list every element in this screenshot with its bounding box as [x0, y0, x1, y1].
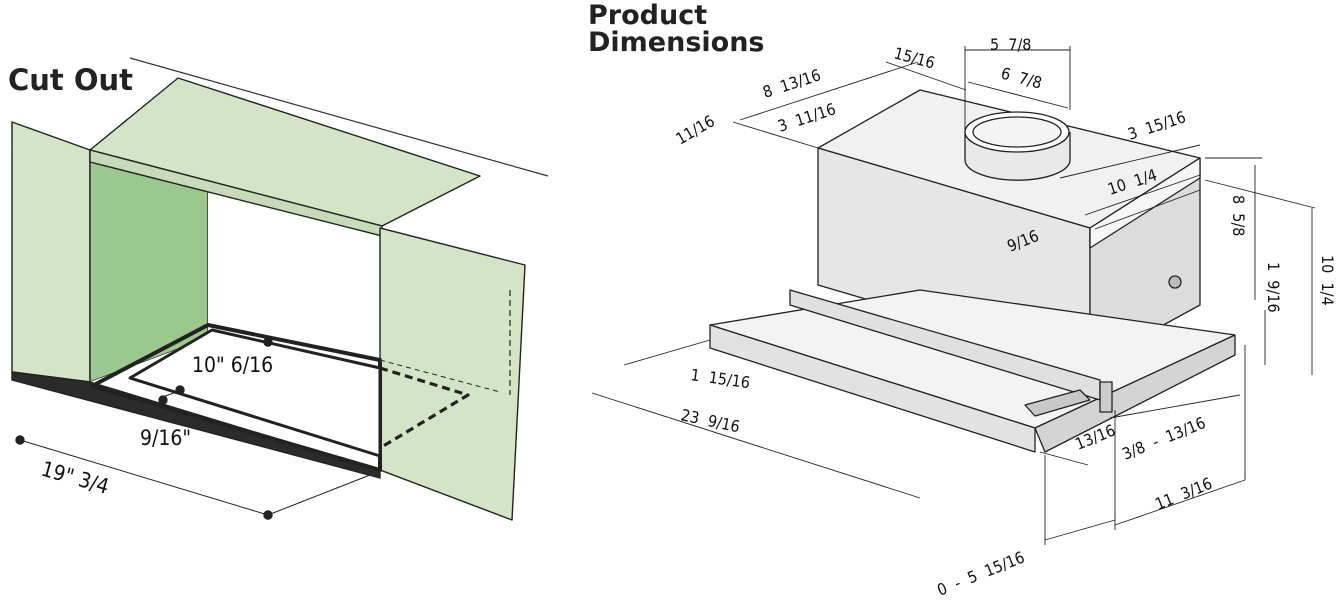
- cabinet-top-line: [129, 57, 549, 177]
- dim-top-depth: [739, 61, 919, 121]
- product-dimensions-title: Product Dimensions: [588, 2, 765, 56]
- label-duct-outer: 5 7/8: [990, 35, 1031, 54]
- dim-body-front: [1094, 189, 1201, 230]
- width-dim-dot-right: [263, 510, 273, 520]
- dim-visor-depth: [1114, 479, 1246, 526]
- depth-dim-dot: [263, 337, 273, 347]
- duct-collar-inner: [972, 116, 1062, 148]
- label-extension: 0 - 5 15/16: [934, 547, 1027, 599]
- cutout-width-label: 19" 3/4: [39, 457, 112, 499]
- label-visor-range: 3/8 - 13/16: [1119, 413, 1208, 464]
- frame-dim-dot-2: [175, 385, 185, 395]
- cutout-hidden-edge: [379, 359, 501, 393]
- dim-visor-front: [623, 339, 711, 366]
- dim-duct-inner: [967, 81, 1069, 109]
- slide-control: [1024, 389, 1091, 417]
- dim-visor-edge: [1039, 451, 1089, 466]
- label-visor-front: 1 15/16: [689, 365, 751, 392]
- cutout-depth-label: 10" 6/16: [192, 353, 273, 377]
- width-dimension-line: [19, 439, 269, 516]
- dim-visor-range: [1109, 394, 1241, 419]
- width-extension-line: [267, 474, 371, 516]
- motor-knob-icon: [1168, 275, 1182, 289]
- product-dimension-lines: [591, 46, 1316, 545]
- label-body-height: 8 5/8: [1229, 195, 1248, 236]
- cutout-frame-label: 9/16": [140, 426, 191, 450]
- dim-total-height-ext: [1204, 179, 1316, 209]
- housing-flange: [1089, 157, 1201, 249]
- label-visor-height: 1 9/16: [1264, 262, 1283, 313]
- label-top-offset: 3 11/16: [775, 99, 838, 136]
- dim-extension: [1044, 519, 1116, 541]
- label-edge-small: 11/16: [673, 111, 718, 148]
- visor-side: [1034, 334, 1236, 453]
- cutout-hidden-frame: [379, 366, 470, 450]
- frame-dim-dot-1: [158, 395, 168, 405]
- width-dim-dot-left: [15, 435, 25, 445]
- dim-side-offset: [1059, 144, 1201, 179]
- dim-body-depth: [1084, 174, 1201, 216]
- product-drawing: [709, 89, 1236, 453]
- label-visor-depth: 11 3/16: [1152, 474, 1215, 514]
- label-side-offset: 3 15/16: [1125, 107, 1188, 144]
- product-title-line-2: Dimensions: [588, 27, 765, 58]
- cutout-title: Cut Out: [8, 63, 134, 97]
- label-duct-inner: 6 7/8: [999, 64, 1044, 93]
- cutout-drawing: [11, 57, 549, 521]
- switch-icon: [1099, 381, 1113, 413]
- label-total-width: 23 9/16: [679, 405, 741, 436]
- right-wall: [379, 227, 526, 521]
- dim-top-small: [885, 61, 967, 91]
- product-title-line-1: Product: [588, 0, 708, 31]
- dim-top-offset: [732, 121, 819, 149]
- dim-total-width: [591, 392, 921, 499]
- left-outer-wall: [11, 121, 91, 383]
- label-total-height: 10 1/4: [1318, 255, 1337, 306]
- floor-front-rim: [11, 371, 381, 479]
